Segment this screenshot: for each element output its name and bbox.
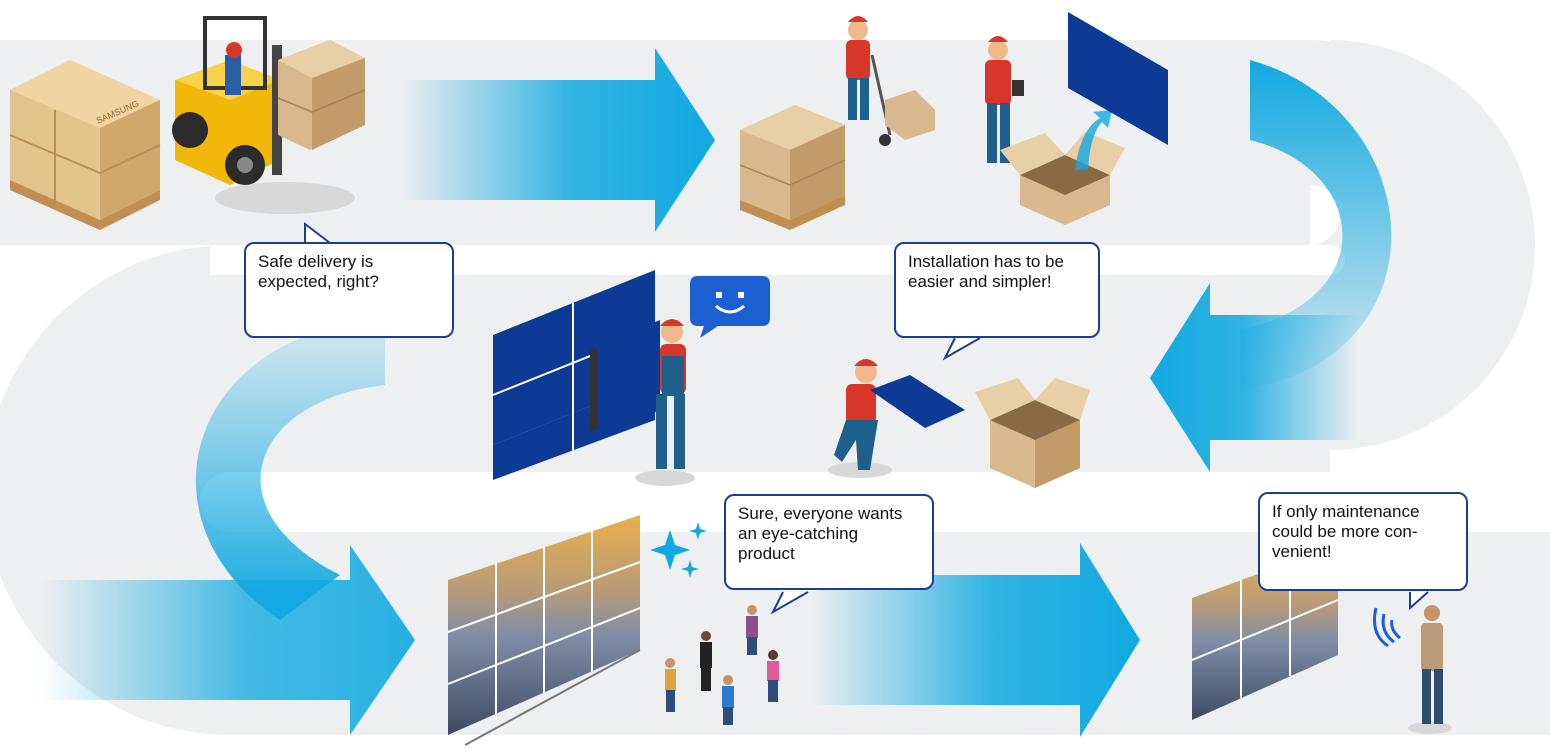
smiley-icon xyxy=(690,276,770,338)
bubble-eye-catching: Sure, everyone wants an eye-catching pro… xyxy=(724,494,934,590)
arrow-1 xyxy=(400,48,715,232)
bubble-eye-catching-text: Sure, everyone wants an eye-catching pro… xyxy=(738,504,903,563)
showroom-wall xyxy=(447,515,641,746)
bubble-delivery-text: Safe delivery is expected, right? xyxy=(258,252,379,291)
wifi-icon xyxy=(1373,607,1401,648)
worker-clipboard xyxy=(985,36,1024,163)
worker-kneeling xyxy=(828,359,965,478)
worker-hand-truck xyxy=(846,16,935,146)
arrows xyxy=(40,48,1392,737)
curve-arrow-left xyxy=(195,320,385,620)
technician xyxy=(1408,605,1452,734)
clipboard-icon xyxy=(1012,80,1024,96)
sparkle-icon xyxy=(650,522,707,578)
arrow-3 xyxy=(40,545,415,735)
visitors xyxy=(665,605,779,725)
curve-arrow-right xyxy=(1240,60,1392,390)
open-box-with-panel xyxy=(1000,12,1168,225)
open-box xyxy=(975,378,1090,488)
arrow-2 xyxy=(1150,283,1360,472)
crates-pallet: SAMSUNG xyxy=(9,60,161,230)
video-wall-install xyxy=(492,270,660,480)
worker-installing xyxy=(635,319,695,486)
arrow-4 xyxy=(810,543,1140,737)
hand-truck-icon xyxy=(870,54,935,146)
bubble-maintenance-text: If only maintenance could be more con- v… xyxy=(1272,502,1420,561)
bubble-delivery: Safe delivery is expected, right? xyxy=(244,242,454,338)
boxes-pallet xyxy=(739,105,846,230)
bubble-installation-text: Installation has to be easier and simple… xyxy=(908,252,1064,291)
forklift-icon xyxy=(172,16,366,214)
bubble-installation: Installation has to be easier and simple… xyxy=(894,242,1100,338)
bubble-maintenance: If only maintenance could be more con- v… xyxy=(1258,492,1468,591)
